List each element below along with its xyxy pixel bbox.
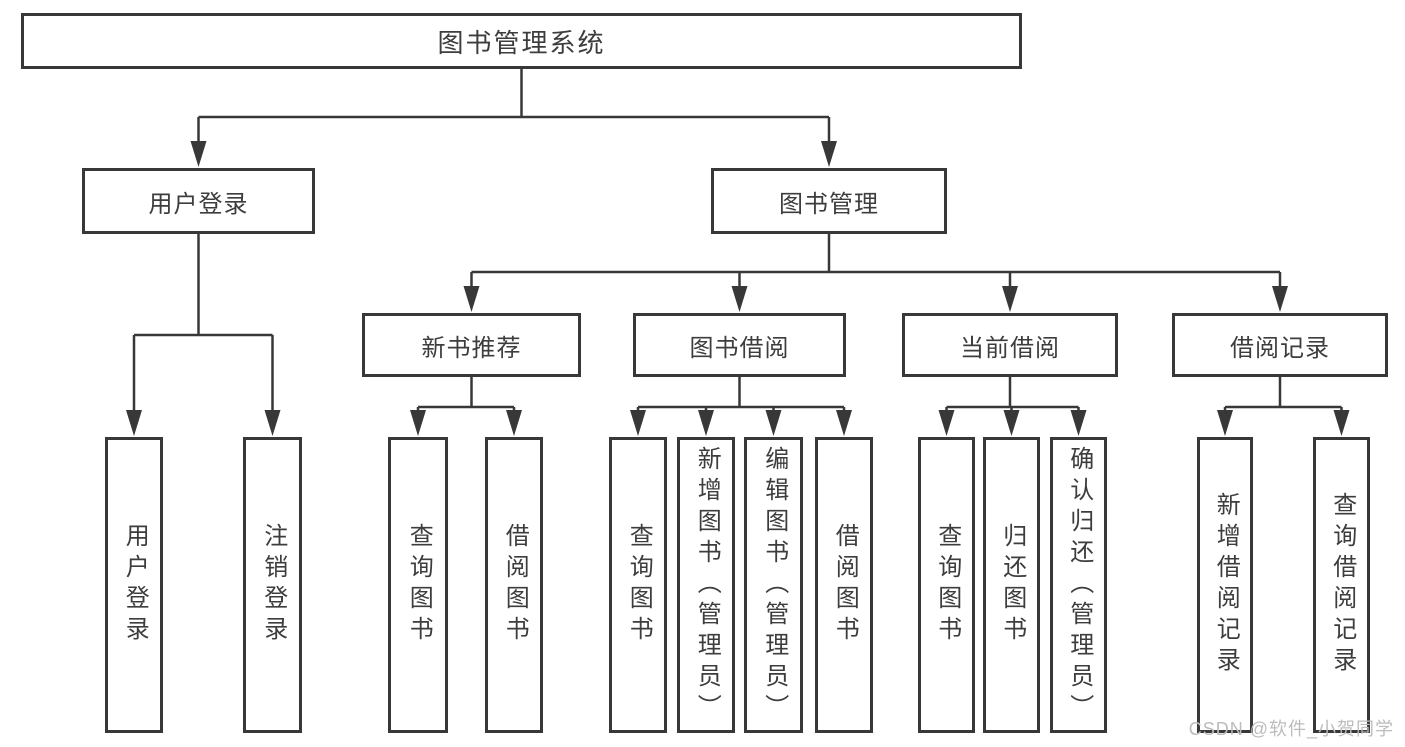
- arrow-leaf: [698, 410, 714, 436]
- arrow-leaf: [264, 410, 281, 436]
- arrow-leaf: [1217, 410, 1233, 436]
- leaf-query-books: 查询图书: [388, 437, 448, 733]
- arrow-new-book: [463, 286, 480, 312]
- arrow-leaf: [1333, 410, 1350, 436]
- leaf-label: 查询借阅记录: [1328, 492, 1356, 678]
- node-book-management: 图书管理: [711, 168, 947, 234]
- leaf-edit-books-admin: 编辑图书（管理员）: [744, 437, 803, 733]
- node-book-borrow: 图书借阅: [633, 313, 846, 377]
- node-library-management-system: 图书管理系统: [21, 13, 1022, 69]
- edge-book-mgmt-level3: [470, 234, 1282, 307]
- leaf-borrow-books: 借阅图书: [815, 437, 873, 733]
- leaf-logout: 注销登录: [243, 437, 302, 733]
- leaf-label: 新增借阅记录: [1212, 492, 1240, 678]
- csdn-watermark: CSDN @软件_小贺同学: [1188, 719, 1394, 739]
- arrow-leaf: [1003, 410, 1020, 436]
- edge-new-book-leaves: [416, 377, 516, 431]
- node-new-book-recommend: 新书推荐: [362, 313, 581, 377]
- leaf-return-books: 归还图书: [983, 437, 1040, 733]
- leaf-label: 归还图书: [998, 523, 1026, 647]
- arrow-borrow-records: [1272, 286, 1288, 312]
- leaf-user-login: 用户登录: [105, 437, 163, 733]
- leaf-label: 确认归还（管理员）: [1065, 445, 1093, 725]
- leaf-add-books-admin: 新增图书（管理员）: [677, 437, 735, 733]
- leaf-add-borrow-record: 新增借阅记录: [1197, 437, 1253, 733]
- leaf-borrow-books: 借阅图书: [485, 437, 543, 733]
- arrow-current-borrow: [1002, 286, 1018, 312]
- leaf-label: 查询图书: [933, 523, 961, 647]
- leaf-label: 用户登录: [121, 523, 149, 647]
- leaf-label: 新增图书（管理员）: [693, 445, 721, 725]
- leaf-label: 编辑图书（管理员）: [760, 445, 788, 725]
- arrowheads: [126, 141, 1350, 436]
- edge-root-to-level2: [197, 69, 831, 162]
- leaf-label: 查询图书: [405, 523, 433, 647]
- arrow-leaf: [1070, 410, 1087, 436]
- arrow-leaf: [410, 410, 426, 436]
- arrow-leaf: [630, 410, 646, 436]
- node-borrow-records: 借阅记录: [1172, 313, 1388, 377]
- leaf-label: 借阅图书: [831, 523, 859, 647]
- arrow-leaf: [836, 410, 852, 436]
- arrow-book-borrow: [731, 286, 748, 312]
- edge-user-login-leaves: [132, 234, 274, 431]
- leaf-label: 查询图书: [625, 523, 653, 647]
- leaf-confirm-return-admin: 确认归还（管理员）: [1050, 437, 1107, 733]
- arrow-leaf: [506, 410, 522, 436]
- arrow-leaf: [126, 410, 142, 436]
- leaf-query-books: 查询图书: [609, 437, 667, 733]
- arrow-leaf: [765, 410, 782, 436]
- leaf-label: 注销登录: [259, 523, 287, 647]
- edge-borrow-records-leaves: [1223, 377, 1343, 431]
- arrow-leaf: [938, 410, 955, 436]
- edge-book-borrow-leaves: [636, 377, 846, 431]
- arrow-book-mgmt: [821, 141, 837, 167]
- node-user-login: 用户登录: [82, 168, 315, 234]
- node-current-borrow: 当前借阅: [902, 313, 1118, 377]
- leaf-query-borrow-record: 查询借阅记录: [1313, 437, 1370, 733]
- leaf-label: 借阅图书: [501, 523, 529, 647]
- leaf-query-books: 查询图书: [918, 437, 975, 733]
- arrow-user-login: [190, 141, 207, 167]
